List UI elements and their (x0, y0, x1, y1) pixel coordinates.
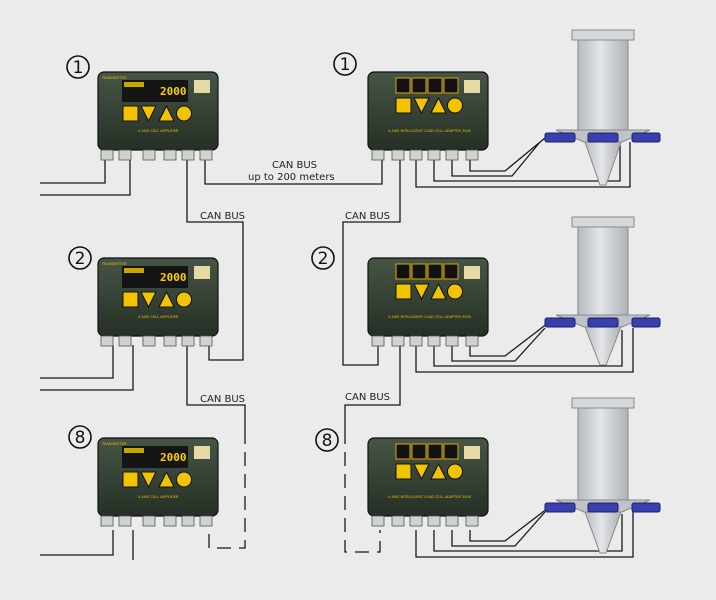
silo-1 (544, 29, 661, 186)
left-unit-1-brand: TRANSMITTER (101, 76, 127, 80)
svg-text:8: 8 (322, 431, 333, 451)
svg-text:1: 1 (73, 58, 84, 78)
left-unit-1: 2000 TRANSMITTER 4 AXIS CELL AMPLIFIER (97, 71, 219, 161)
left-unit-1-display: 2000 (160, 85, 187, 98)
silo-8 (544, 397, 661, 554)
right-unit-1-badge: 1 (333, 52, 357, 76)
left-unit-2: 2000 TRANSMITTER 4 AXIS CELL AMPLIFIER (97, 257, 219, 347)
right-unit-8-badge: 8 (315, 428, 339, 452)
silo-2-load-cells (544, 317, 661, 328)
right-unit-8: 4 AXIS INTELLIGENT LOAD CELL ADAPTER 300… (367, 437, 489, 527)
can-bus-range-label: up to 200 meters (248, 172, 335, 183)
svg-text:1: 1 (340, 55, 351, 75)
left-unit-2-brand: TRANSMITTER (101, 262, 127, 266)
svg-text:2: 2 (318, 249, 329, 269)
right-unit-2-badge: 2 (311, 246, 335, 270)
can-bus-left-label: CAN BUS (200, 211, 245, 222)
can-bus-right-lower-label: CAN BUS (345, 392, 390, 403)
can-bus-right-label: CAN BUS (345, 211, 390, 222)
right-unit-8-buttons (395, 462, 463, 481)
can-bus-main-label: CAN BUS (272, 160, 317, 171)
left-unit-8-brand: TRANSMITTER (101, 442, 127, 446)
left-unit-8-buttons (122, 470, 192, 489)
left-unit-8-panel-text: 4 AXIS CELL AMPLIFIER (138, 495, 179, 499)
right-unit-2-panel-text: 4 AXIS INTELLIGENT LOAD CELL ADAPTER 300… (388, 315, 471, 319)
left-unit-8-display: 2000 (160, 451, 187, 464)
svg-text:8: 8 (75, 428, 86, 448)
svg-text:2: 2 (75, 249, 86, 269)
right-unit-1: 4 AXIS INTELLIGENT LOAD CELL ADAPTER 300… (367, 71, 489, 161)
right-unit-8-panel-text: 4 AXIS INTELLIGENT LOAD CELL ADAPTER 300… (388, 495, 471, 499)
can-bus-labels: CAN BUS up to 200 meters CAN BUS CAN BUS… (200, 160, 390, 405)
left-unit-1-panel-text: 4 AXIS CELL AMPLIFIER (138, 129, 179, 133)
unit-number-badges: 1 2 8 1 2 8 (66, 52, 357, 452)
right-unit-2-buttons (395, 282, 463, 301)
right-unit-2: 4 AXIS INTELLIGENT LOAD CELL ADAPTER 300… (367, 257, 489, 347)
silo-2 (544, 216, 661, 366)
left-unit-1-badge: 1 (66, 55, 90, 79)
left-unit-8: 2000 TRANSMITTER 4 AXIS CELL AMPLIFIER (97, 437, 219, 527)
right-unit-1-buttons (395, 96, 463, 115)
left-unit-2-display: 2000 (160, 271, 187, 284)
silo-1-load-cells (544, 132, 661, 143)
right-unit-1-panel-text: 4 AXIS INTELLIGENT LOAD CELL ADAPTER 300… (388, 129, 471, 133)
left-unit-2-panel-text: 4 AXIS CELL AMPLIFIER (138, 315, 179, 319)
left-unit-1-buttons (122, 104, 192, 123)
right-unit-2-digit-display (395, 263, 459, 280)
right-unit-8-digit-display (395, 443, 459, 460)
wires (40, 137, 634, 560)
left-unit-2-buttons (122, 290, 192, 309)
can-bus-left-lower-label: CAN BUS (200, 394, 245, 405)
silo-8-load-cells (544, 502, 661, 513)
right-unit-1-digit-display (395, 77, 459, 94)
left-unit-2-badge: 2 (68, 246, 92, 270)
left-unit-8-badge: 8 (68, 425, 92, 449)
